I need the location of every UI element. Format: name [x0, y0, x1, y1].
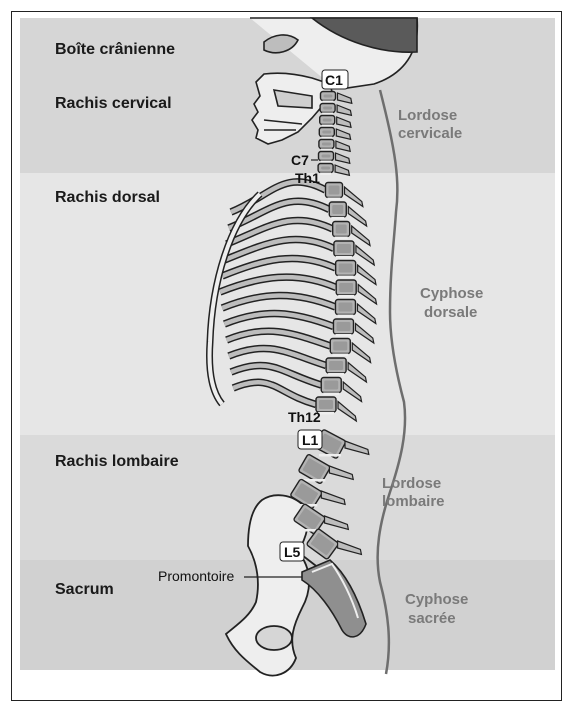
vertebra: [319, 152, 334, 161]
curvature-label-cyphose-dorsale-2: dorsale: [424, 304, 477, 321]
vertebra-texture: [336, 225, 347, 234]
vertebra-texture: [319, 400, 333, 409]
intervertebral-disc: [322, 113, 333, 116]
region-label-sacrum: Sacrum: [55, 581, 114, 598]
vertebra: [320, 116, 335, 125]
intervertebral-disc: [303, 479, 325, 482]
vertebra-label-c1: C1: [325, 72, 343, 88]
vertebra: [336, 261, 356, 276]
vertebra-texture: [322, 143, 331, 146]
curvature-label-cyphose-dorsale-1: Cyphose: [420, 285, 483, 302]
vertebra: [334, 241, 354, 256]
region-label-lombaire: Rachis lombaire: [55, 453, 179, 470]
vertebra: [319, 140, 334, 149]
intervertebral-disc: [331, 217, 344, 220]
intervertebral-disc: [335, 334, 351, 337]
intervertebral-disc: [338, 295, 354, 298]
intervertebral-disc: [328, 373, 344, 376]
curvature-label-lordose-lombaire-2: lombaire: [382, 493, 445, 510]
intervertebral-disc: [337, 315, 353, 318]
intervertebral-disc: [319, 454, 341, 457]
vertebra-texture: [339, 264, 353, 273]
promontoire-label: Promontoire: [158, 568, 234, 584]
vertebra: [321, 92, 336, 101]
vertebra-texture: [324, 95, 333, 98]
vertebra-texture: [329, 186, 340, 195]
vertebra-texture: [323, 119, 332, 122]
vertebra: [319, 128, 334, 137]
vertebra-label-l5: L5: [284, 544, 301, 560]
intervertebral-disc: [323, 393, 339, 396]
vertebra: [320, 104, 335, 113]
spine-diagram: Boîte crânienne Rachis cervical Rachis d…: [12, 12, 562, 701]
intervertebral-disc: [323, 101, 334, 104]
vertebra-texture: [329, 361, 343, 370]
vertebra-texture: [322, 155, 331, 158]
vertebra-label-th12: Th12: [288, 409, 321, 425]
intervertebral-disc: [321, 149, 332, 152]
vertebra: [335, 300, 355, 315]
intervertebral-disc: [321, 161, 332, 164]
vertebra-texture: [322, 131, 331, 134]
vertebra: [326, 183, 343, 198]
vertebra: [318, 164, 333, 173]
diagram-frame: Boîte crânienne Rachis cervical Rachis d…: [11, 11, 562, 701]
vertebra: [326, 358, 346, 373]
vertebra: [329, 202, 346, 217]
curvature-label-cyphose-sacree-1: Cyphose: [405, 591, 468, 608]
vertebra-texture: [324, 381, 338, 390]
vertebra-texture: [337, 244, 351, 253]
curvature-label-lordose-lombaire-1: Lordose: [382, 475, 441, 492]
vertebra-texture: [333, 342, 347, 351]
intervertebral-disc: [332, 354, 348, 357]
vertebra-texture: [321, 167, 330, 170]
vertebra-texture: [339, 283, 353, 292]
intervertebral-disc: [322, 125, 333, 128]
region-label-cervical: Rachis cervical: [55, 95, 172, 112]
vertebra-label-l1: L1: [302, 432, 319, 448]
intervertebral-disc: [320, 173, 331, 176]
vertebra-label-th1: Th1: [295, 170, 320, 186]
region-label-dorsal: Rachis dorsal: [55, 189, 160, 206]
intervertebral-disc: [336, 256, 352, 259]
intervertebral-disc: [335, 237, 348, 240]
intervertebral-disc: [321, 137, 332, 140]
vertebra-texture: [338, 303, 352, 312]
vertebra: [333, 222, 350, 237]
vertebra: [330, 339, 350, 354]
vertebra: [333, 319, 353, 334]
curvature-label-cyphose-sacree-2: sacrée: [408, 610, 456, 627]
region-label-crane: Boîte crânienne: [55, 41, 175, 58]
vertebra: [321, 378, 341, 393]
vertebra-texture: [336, 322, 350, 331]
vertebra: [336, 280, 356, 295]
curvature-label-lordose-cervicale-2: cervicale: [398, 125, 462, 142]
vertebra-texture: [332, 205, 343, 214]
curvature-label-lordose-cervicale-1: Lordose: [398, 107, 457, 124]
vertebra-label-c7: C7: [291, 152, 309, 168]
intervertebral-disc: [338, 276, 354, 279]
vertebra-texture: [323, 107, 332, 110]
intervertebral-disc: [328, 198, 341, 201]
